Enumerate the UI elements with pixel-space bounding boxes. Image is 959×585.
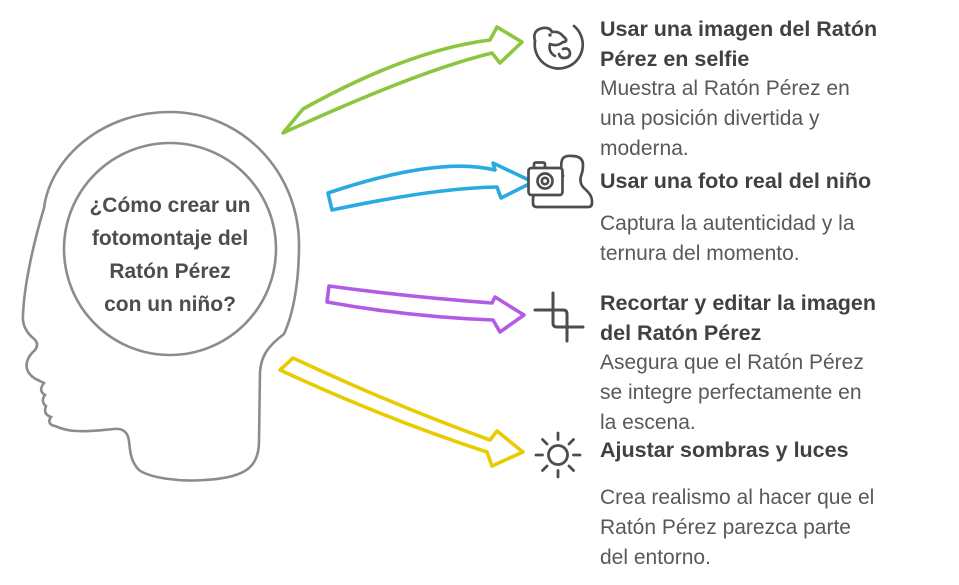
topic-title: Usar una imagen del Ratón Pérez en selfi… bbox=[600, 17, 878, 71]
topic-item-foto-real: Usar una foto real del niño Captura la a… bbox=[600, 166, 956, 269]
topic-item-selfie: Usar una imagen del Ratón Pérez en selfi… bbox=[600, 14, 956, 164]
arrow-to-item-1 bbox=[281, 25, 524, 135]
topic-title: Recortar y editar la imagen del Ratón Pé… bbox=[600, 291, 877, 345]
topic-item-recortar: Recortar y editar la imagen del Ratón Pé… bbox=[600, 288, 956, 438]
topic-description: Captura la autenticidad y la ternura del… bbox=[600, 212, 855, 265]
head-group bbox=[21, 110, 301, 482]
mouse-icon bbox=[533, 24, 585, 70]
brain-circle bbox=[62, 141, 278, 357]
head-silhouette bbox=[21, 110, 301, 482]
crop-icon bbox=[533, 291, 585, 343]
topic-title: Usar una foto real del niño bbox=[600, 169, 872, 193]
arrow-to-item-4 bbox=[278, 356, 525, 468]
topic-description: Muestra al Ratón Pérez en una posición d… bbox=[600, 77, 850, 160]
topic-description: Crea realismo al hacer que el Ratón Pére… bbox=[600, 486, 875, 569]
topic-item-ajustar: Ajustar sombras y luces Crea realismo al… bbox=[600, 435, 956, 573]
arrow-to-item-3 bbox=[325, 284, 526, 334]
arrow-to-item-2 bbox=[326, 161, 535, 212]
head-question: ¿Cómo crear un fotomontaje del Ratón Pér… bbox=[89, 194, 251, 316]
camera-person-icon bbox=[527, 154, 594, 209]
topic-title: Ajustar sombras y luces bbox=[600, 438, 849, 462]
topic-description: Asegura que el Ratón Pérez se integre pe… bbox=[600, 351, 864, 434]
sun-icon bbox=[534, 431, 582, 479]
arrows-group bbox=[278, 25, 535, 468]
